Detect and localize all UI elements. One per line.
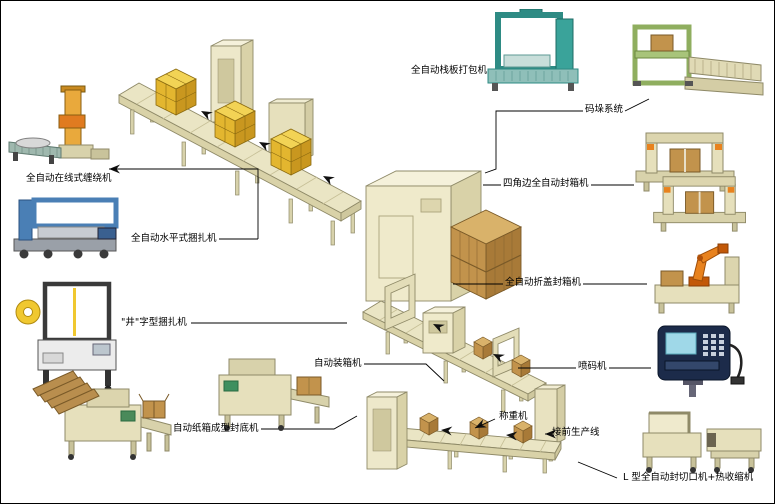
- pallet-strapper-image: [487, 8, 579, 91]
- box-packer-image: [218, 358, 330, 431]
- top-conveyor-front-legs: [130, 109, 335, 246]
- inline-box-packer: [422, 306, 466, 354]
- transfer-column: [534, 384, 566, 444]
- palletizer-image: [632, 24, 764, 96]
- machine-horizontal-strapper: [6, 194, 131, 266]
- carton-lift: [366, 391, 408, 470]
- leader-lines: [109, 70, 651, 479]
- l-sealer-image: [642, 411, 762, 473]
- machine-palletizer: [627, 23, 767, 107]
- yellow-box-stack: [214, 100, 256, 148]
- label-carton-former: 自动纸箱成型封底机: [173, 423, 259, 434]
- carton-box: [473, 336, 531, 378]
- carton-stack: [449, 209, 523, 300]
- yellow-box-stack: [270, 128, 312, 176]
- label-flap-sealer: 全自动折盖封箱机: [505, 277, 582, 288]
- machine-carton-former: [29, 349, 174, 465]
- machine-box-packer: [209, 349, 337, 435]
- corner-sealer-image: [653, 176, 746, 232]
- machine-corner-sealer-b: [651, 173, 751, 237]
- label-pallet-strapper: 全自动栈板打包机: [411, 65, 488, 76]
- machine-l-sealer: [639, 407, 767, 477]
- machine-pallet-strapper: [484, 8, 584, 101]
- label-inline-wrapper: 全自动在线式缠绕机: [26, 173, 112, 184]
- carton-box: [419, 412, 533, 444]
- middle-conveyor-front-legs: [385, 331, 506, 413]
- machine-robot-sealer: [649, 239, 747, 319]
- horizontal-strapper-image: [13, 197, 119, 259]
- label-l-sealer: L 型全自动封切口机+热收缩机: [623, 472, 754, 483]
- yellow-box-stack: [155, 68, 197, 116]
- label-palletizing: 码垛系统: [585, 104, 624, 115]
- label-inkjet-coder: 喷码机: [578, 361, 607, 372]
- label-weigher: 称重机: [499, 411, 528, 422]
- label-horizontal-strapper: 全自动水平式捆扎机: [131, 233, 217, 244]
- machine-inkjet-coder: [653, 323, 748, 401]
- inline-strapper-frame: [384, 273, 416, 331]
- inline-wrapper-image: [8, 85, 110, 164]
- label-well-strapper: "井"字型捆扎机: [121, 317, 187, 328]
- robot-sealer-image: [654, 243, 740, 314]
- label-prev-line: 接前生产线: [552, 427, 600, 438]
- carton-former-image: [32, 370, 172, 460]
- machine-well-strapper: [13, 279, 125, 398]
- inkjet-coder-image: [657, 325, 745, 397]
- machine-inline-wrapper: [7, 85, 117, 179]
- label-box-packer: 自动装箱机: [314, 358, 362, 369]
- label-corner-sealer: 四角边全自动封箱机: [503, 178, 589, 189]
- well-strapper-image: [15, 281, 117, 393]
- elevator-tower: [210, 39, 254, 123]
